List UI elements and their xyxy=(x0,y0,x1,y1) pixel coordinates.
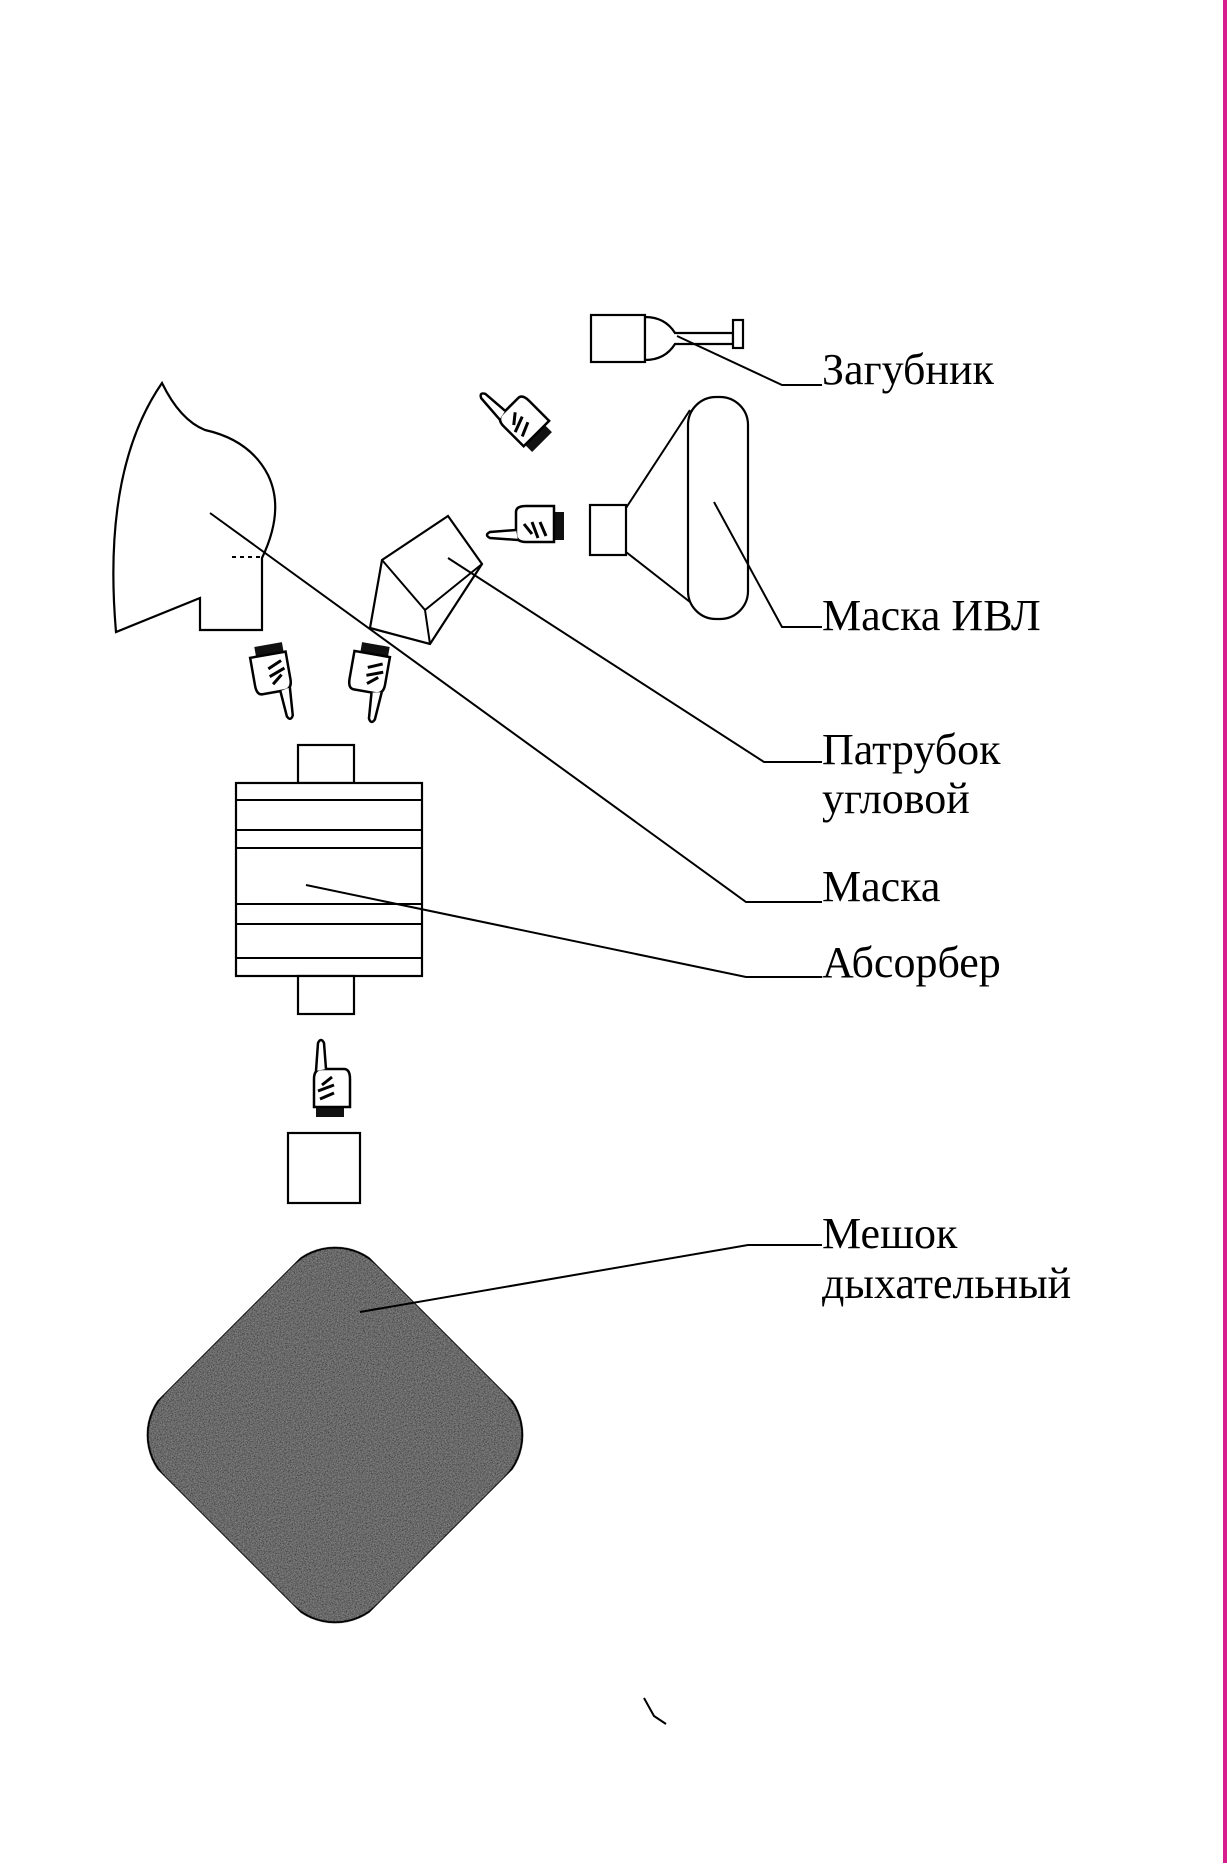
pointing-hand-icon xyxy=(246,640,299,726)
leader-bag xyxy=(359,1244,822,1313)
leader-elbow xyxy=(447,557,822,763)
label-elbow-line1: Патрубок xyxy=(822,725,1001,774)
leader-absorber xyxy=(305,884,822,978)
label-absorber: Абсорбер xyxy=(822,938,1001,987)
pointing-hand-icon xyxy=(341,639,394,725)
label-mouthpiece: Загубник xyxy=(822,345,995,394)
mouthpiece xyxy=(589,313,745,364)
scan-mark xyxy=(643,1697,667,1725)
label-bag-line1: Мешок xyxy=(822,1209,958,1258)
pointing-hand-icon xyxy=(485,504,566,544)
page-edge-mark xyxy=(1223,0,1227,1863)
pointing-hand-icon xyxy=(312,1038,352,1119)
breathing-bag xyxy=(146,1131,524,1624)
label-elbow-line2: угловой xyxy=(822,774,970,823)
mask xyxy=(112,380,277,634)
label-ventilation-mask: Маска ИВЛ xyxy=(822,591,1041,640)
absorber xyxy=(234,743,424,1016)
ventilation-mask xyxy=(588,395,750,621)
elbow-connector xyxy=(368,514,484,646)
leader-mouthpiece xyxy=(676,335,822,386)
leader-mask xyxy=(209,512,822,903)
label-bag-line2: дыхательный xyxy=(822,1259,1071,1308)
leader-ventilation-mask xyxy=(713,501,822,628)
pointing-hand-icon xyxy=(474,371,558,455)
label-mask: Маска xyxy=(822,862,940,911)
